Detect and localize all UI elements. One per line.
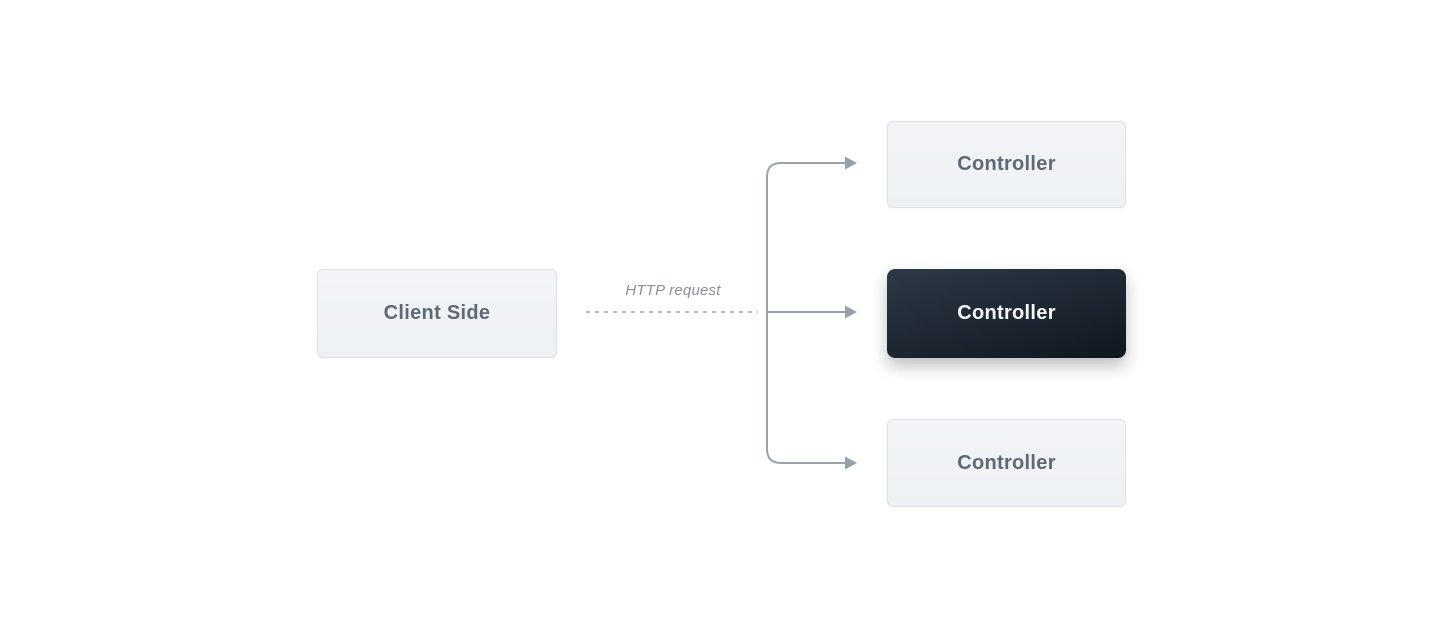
arrowhead-middle-icon [845, 305, 857, 319]
controller-bottom-label: Controller [957, 451, 1056, 474]
controller-box-bottom: Controller [887, 419, 1126, 507]
branch-line [766, 162, 846, 464]
controller-box-middle-highlighted: Controller [887, 269, 1126, 358]
client-side-label: Client Side [383, 302, 491, 324]
arrowhead-bottom-icon [845, 456, 857, 470]
controller-middle-label: Controller [957, 302, 1056, 324]
http-request-label: HTTP request [625, 282, 721, 299]
arrowhead-top-icon [845, 156, 857, 170]
controller-box-top: Controller [887, 121, 1126, 208]
controller-top-label: Controller [957, 153, 1056, 175]
client-side-box: Client Side [317, 269, 557, 358]
